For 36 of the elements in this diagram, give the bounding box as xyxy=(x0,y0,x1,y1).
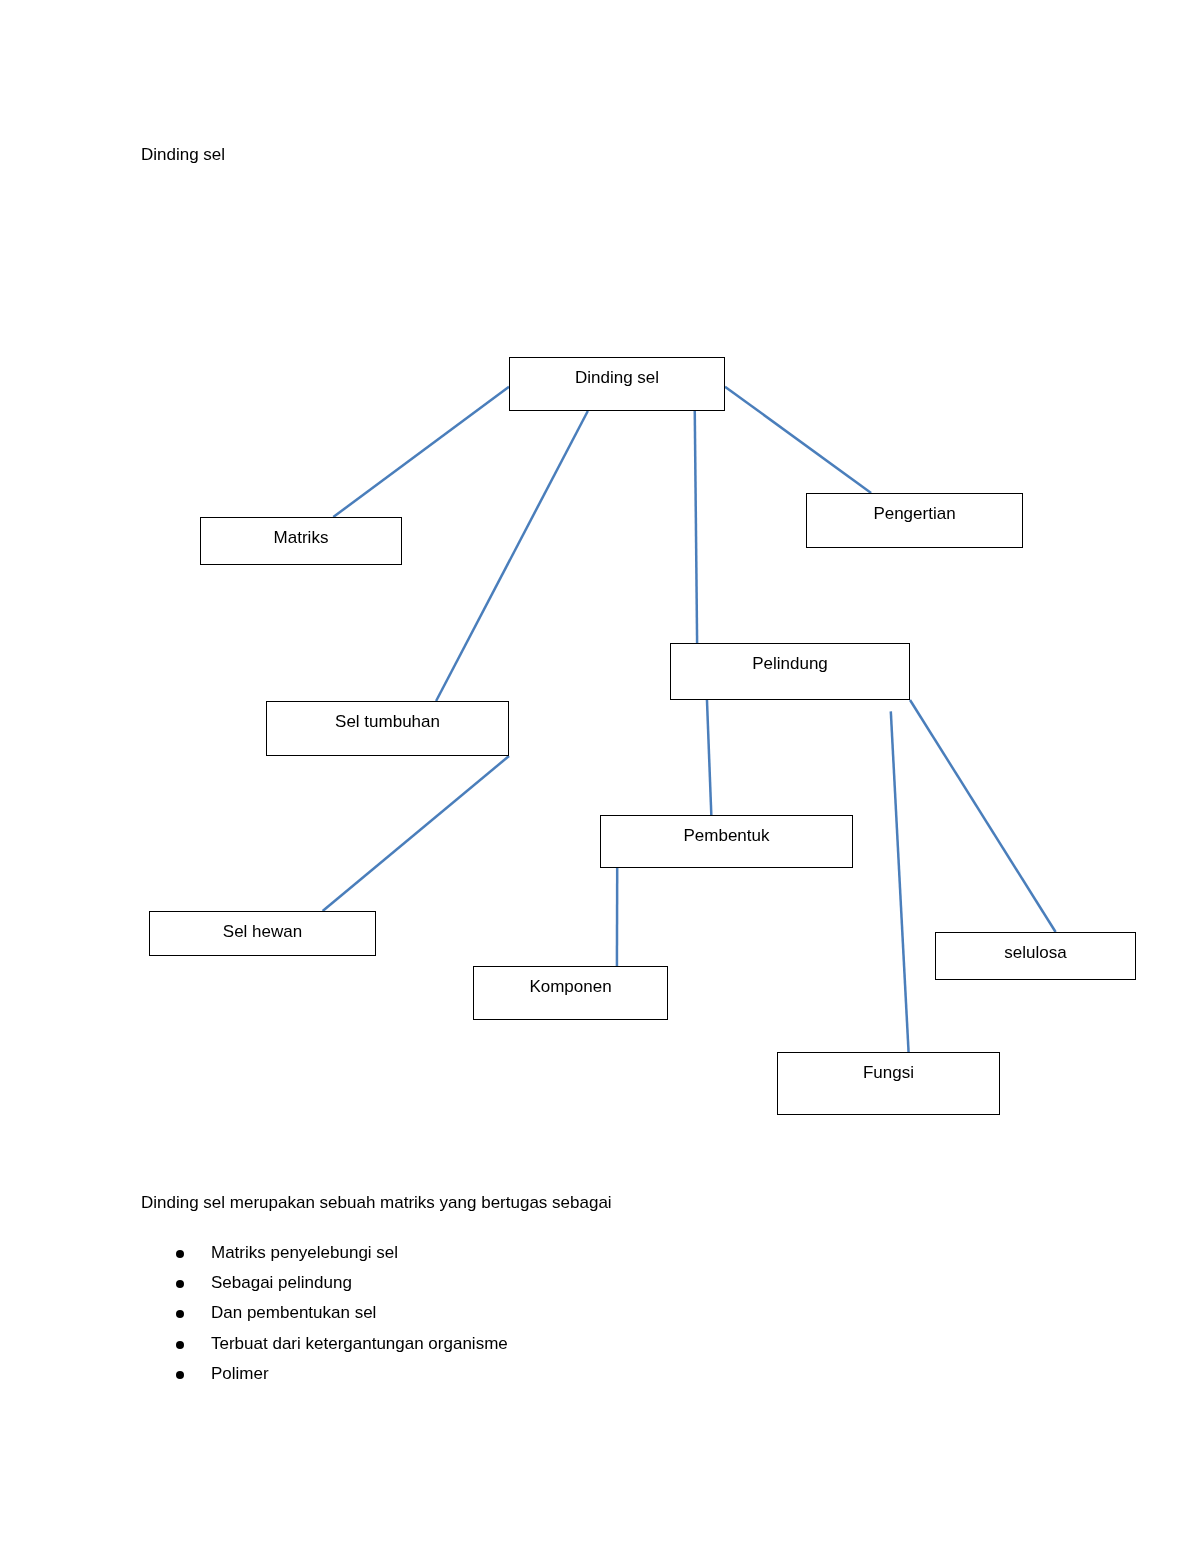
connector-line xyxy=(908,699,1057,933)
bullet-item: Terbuat dari ketergantungan organisme xyxy=(211,1334,508,1354)
node-label: Komponen xyxy=(529,977,612,997)
concept-box xyxy=(600,815,853,868)
connector-line xyxy=(889,711,910,1053)
connector-line xyxy=(615,868,619,966)
bullet-item: Polimer xyxy=(211,1364,269,1384)
node-label: Pengertian xyxy=(873,504,956,524)
node-label: Fungsi xyxy=(863,1063,914,1083)
connector-line xyxy=(435,410,589,702)
concept-box xyxy=(266,701,509,756)
concept-box xyxy=(935,932,1136,980)
node-label: Matriks xyxy=(273,528,329,548)
node-label: Sel hewan xyxy=(222,922,303,942)
concept-box xyxy=(670,643,910,700)
connector-line xyxy=(705,699,713,816)
node-label: selulosa xyxy=(1004,943,1067,963)
connector-line xyxy=(321,755,510,912)
concept-box xyxy=(806,493,1023,548)
connector-line xyxy=(693,411,699,643)
concept-box xyxy=(149,911,376,956)
connector-line xyxy=(332,385,510,518)
concept-box xyxy=(200,517,402,565)
node-label: Dinding sel xyxy=(574,368,660,388)
node-label: Pelindung xyxy=(752,654,828,674)
bullet-item: Sebagai pelindung xyxy=(211,1273,352,1293)
node-label: Sel tumbuhan xyxy=(335,712,440,732)
connector-line xyxy=(724,385,872,494)
concept-box xyxy=(777,1052,1000,1115)
node-label: Pembentuk xyxy=(683,826,770,846)
concept-box xyxy=(473,966,668,1020)
bullet-item: Dan pembentukan sel xyxy=(211,1303,377,1323)
title: Dinding sel xyxy=(141,145,226,165)
paragraph: Dinding sel merupakan sebuah matriks yang bertugas sebagai xyxy=(141,1193,612,1213)
bullet-item: Matriks penyelebungi sel xyxy=(211,1243,399,1263)
concept-box xyxy=(509,357,725,411)
